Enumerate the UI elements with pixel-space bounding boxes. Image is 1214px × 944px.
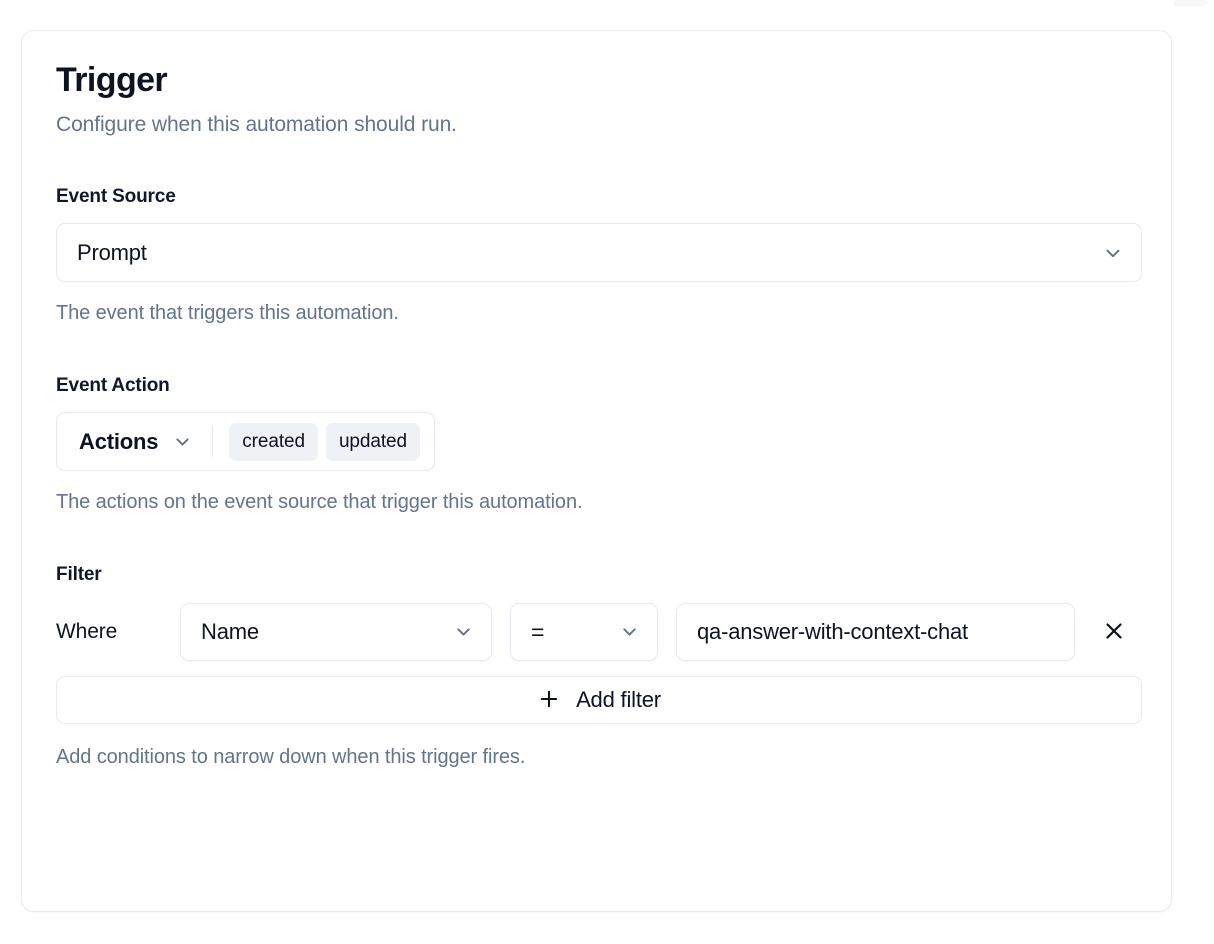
- event-action-pill-created[interactable]: created: [229, 422, 318, 461]
- event-action-label: Event Action: [56, 375, 170, 396]
- filter-section: Filter Where Name =: [56, 563, 1142, 770]
- filter-field-value: Name: [201, 619, 259, 644]
- filter-row: Where Name =: [56, 603, 1137, 661]
- event-source-select[interactable]: Prompt: [56, 223, 1142, 282]
- plus-icon: [537, 687, 561, 714]
- chevron-down-icon: [453, 621, 475, 643]
- page-title: Trigger: [56, 61, 168, 99]
- chevron-down-icon: [172, 431, 194, 453]
- event-action-combo[interactable]: Actions created updated: [56, 412, 435, 471]
- scrollbar-remnant[interactable]: [1174, 0, 1208, 6]
- filter-field-select[interactable]: Name: [180, 603, 492, 661]
- event-source-help: The event that triggers this automation.: [56, 302, 399, 324]
- where-label: Where: [56, 620, 118, 643]
- trigger-card: Trigger Configure when this automation s…: [21, 30, 1172, 912]
- remove-filter-button[interactable]: [1095, 613, 1133, 651]
- event-action-help: The actions on the event source that tri…: [56, 491, 583, 513]
- event-action-pill-updated[interactable]: updated: [325, 422, 420, 461]
- event-action-dropdown-label: Actions: [79, 428, 159, 454]
- filter-operator-value: =: [531, 618, 545, 645]
- chevron-down-icon: [1102, 242, 1124, 264]
- event-action-section: Event Action Actions created updated The…: [56, 374, 1137, 515]
- card-subtitle: Configure when this automation should ru…: [56, 113, 457, 136]
- event-source-label: Event Source: [56, 186, 176, 207]
- filter-help: Add conditions to narrow down when this …: [56, 746, 526, 768]
- filter-operator-select[interactable]: =: [510, 603, 658, 661]
- event-source-value: Prompt: [77, 239, 147, 265]
- chevron-down-icon: [619, 621, 641, 643]
- add-filter-label: Add filter: [576, 687, 661, 712]
- filter-label: Filter: [56, 564, 102, 585]
- close-icon: [1102, 619, 1126, 646]
- event-source-section: Event Source Prompt The event that trigg…: [56, 185, 1142, 326]
- filter-value-text: qa-answer-with-context-chat: [697, 619, 968, 644]
- add-filter-button[interactable]: Add filter: [56, 676, 1142, 724]
- combo-divider: [212, 426, 214, 457]
- filter-value-input[interactable]: qa-answer-with-context-chat: [676, 603, 1075, 661]
